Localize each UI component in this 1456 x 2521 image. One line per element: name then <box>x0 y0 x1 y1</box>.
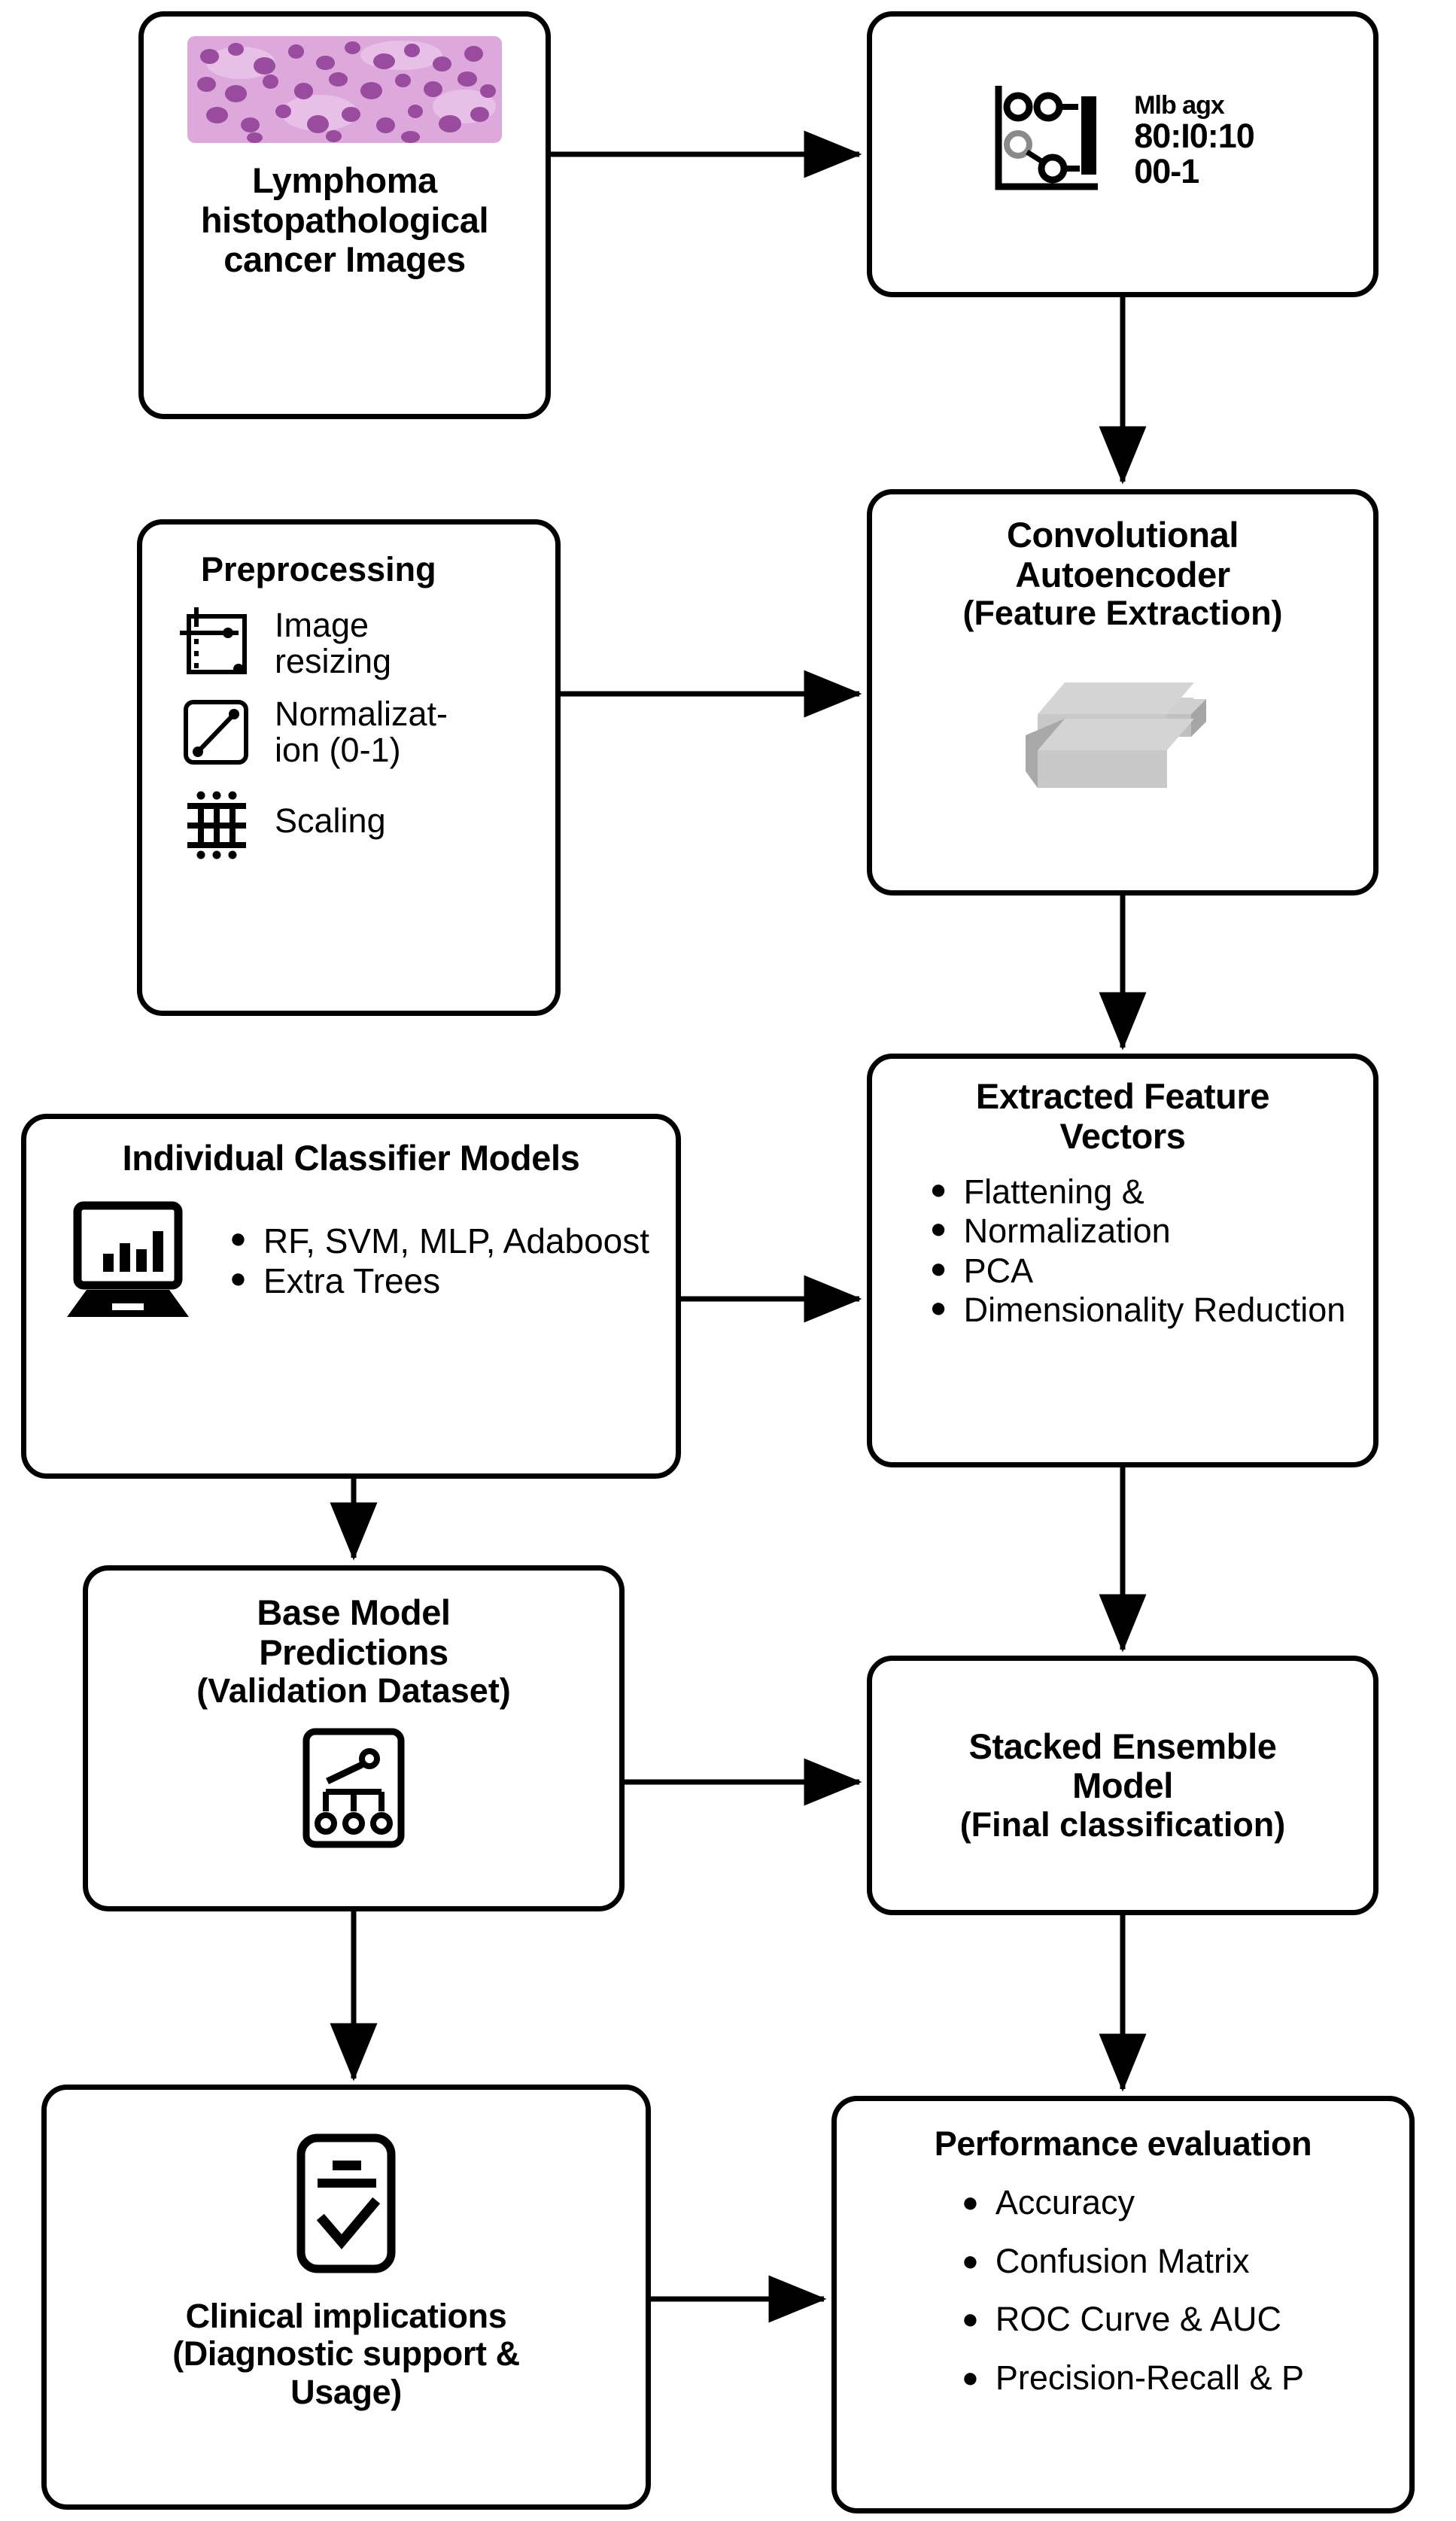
feature-item-label: Flattening & <box>963 1172 1144 1212</box>
preprocessing-item-normalization: Normalizat- ion (0-1) <box>177 693 448 771</box>
node-base-model-predictions: Base Model Predictions (Validation Datas… <box>83 1565 625 1911</box>
node-performance-evaluation: Performance evaluation ● Accuracy ● Confus… <box>831 2096 1415 2513</box>
node-data-split: Mlb agx 80:I0:10 00-1 <box>867 11 1378 297</box>
bullet-dot: ● <box>929 1252 947 1285</box>
list-item: ● RF, SVM, MLP, Adaboost <box>229 1221 649 1260</box>
features-list: ● Flattening & ● Normalization ● PCA ● Dimen… <box>900 1172 1346 1330</box>
stacked-layers-3d-icon <box>1026 682 1206 788</box>
classifier-item-label: RF, SVM, MLP, Adaboost <box>263 1221 650 1261</box>
list-item: ● Confusion Matrix <box>962 2244 1304 2280</box>
node-preprocessing: Preprocessing Image resizing Normalizat-… <box>137 519 561 1016</box>
data-split-line1: Mlb agx <box>1134 90 1225 120</box>
performance-item-label: Precision-Recall & P <box>995 2358 1305 2397</box>
bullet-dot: ● <box>229 1223 247 1255</box>
feature-item-label: PCA <box>963 1251 1034 1290</box>
decision-tree-icon <box>302 1728 405 1848</box>
histopathology-image <box>187 36 502 143</box>
bullet-dot: ● <box>229 1262 247 1294</box>
bullet-dot: ● <box>929 1291 947 1324</box>
performance-item-label: Accuracy <box>995 2183 1135 2222</box>
node-clinical-implications: Clinical implications (Diagnostic suppor… <box>41 2085 651 2510</box>
data-split-chart-icon <box>995 86 1099 190</box>
performance-title: Performance evaluation <box>934 2124 1312 2163</box>
bullet-dot: ● <box>929 1213 947 1245</box>
image-resize-icon <box>180 607 247 674</box>
list-item: ● Precision-Recall & P <box>962 2361 1304 2397</box>
lymphoma-label: Lymphoma histopathological cancer Images <box>200 160 489 280</box>
clinical-label: Clinical implications (Diagnostic suppor… <box>172 2297 520 2411</box>
list-item: ● PCA <box>930 1251 1346 1291</box>
list-item: ● Dimensionality Reduction <box>930 1291 1346 1330</box>
data-split-line3: 00-1 <box>1134 151 1199 190</box>
bullet-dot: ● <box>929 1174 947 1206</box>
list-item: ● ROC Curve & AUC <box>962 2302 1304 2338</box>
preprocessing-item-scaling: Scaling <box>177 782 386 860</box>
autoencoder-subtitle: (Feature Extraction) <box>962 594 1283 633</box>
bullet-dot: ● <box>961 2361 979 2394</box>
ensemble-title: Stacked Ensemble Model <box>968 1726 1277 1806</box>
preprocessing-item-label: Image resizing <box>275 606 392 680</box>
laptop-bar-chart-icon <box>67 1201 189 1317</box>
bullet-dot: ● <box>961 2304 979 2336</box>
features-title: Extracted Feature Vectors <box>975 1076 1270 1156</box>
list-item: ● Flattening & <box>930 1172 1346 1212</box>
preprocessing-item-label: Scaling <box>275 801 386 841</box>
bullet-dot: ● <box>961 2187 979 2219</box>
normalization-icon <box>184 700 248 765</box>
feature-item-label: Normalization <box>963 1212 1171 1251</box>
bullet-dot: ● <box>961 2245 979 2277</box>
ensemble-subtitle: (Final classification) <box>959 1805 1286 1844</box>
feature-item-label: Dimensionality Reduction <box>963 1290 1346 1329</box>
base-predictions-title: Base Model Predictions <box>257 1592 451 1672</box>
node-convolutional-autoencoder: Convolutional Autoencoder (Feature Extra… <box>867 489 1378 896</box>
list-item: ● Accuracy <box>962 2185 1304 2221</box>
data-split-line2: 80:I0:10 <box>1134 116 1255 155</box>
classifiers-list: ● RF, SVM, MLP, Adaboost ● Extra Trees <box>229 1221 649 1300</box>
classifiers-title: Individual Classifier Models <box>122 1138 580 1178</box>
preprocessing-item-label: Normalizat- ion (0-1) <box>275 695 448 769</box>
preprocessing-item-image-resizing: Image resizing <box>177 604 391 683</box>
node-stacked-ensemble-model: Stacked Ensemble Model (Final classifica… <box>867 1656 1378 1915</box>
performance-list: ● Accuracy ● Confusion Matrix ● ROC Curve &… <box>942 2185 1304 2419</box>
list-item: ● Extra Trees <box>229 1261 649 1300</box>
node-lymphoma-images: Lymphoma histopathological cancer Images <box>138 11 551 419</box>
preprocessing-heading: Preprocessing <box>201 550 436 588</box>
node-extracted-feature-vectors: Extracted Feature Vectors ● Flattening & … <box>867 1054 1378 1467</box>
scaling-grid-icon <box>187 791 246 859</box>
autoencoder-title: Convolutional Autoencoder <box>1006 515 1239 595</box>
performance-item-label: ROC Curve & AUC <box>995 2300 1281 2339</box>
list-item: ● Normalization <box>930 1212 1346 1251</box>
node-individual-classifier-models: Individual Classifier Models ● RF, SVM, M… <box>21 1114 681 1479</box>
base-predictions-subtitle: (Validation Dataset) <box>196 1671 511 1711</box>
classifier-item-label: Extra Trees <box>263 1260 441 1300</box>
performance-item-label: Confusion Matrix <box>995 2241 1250 2280</box>
clipboard-check-icon <box>296 2133 396 2273</box>
